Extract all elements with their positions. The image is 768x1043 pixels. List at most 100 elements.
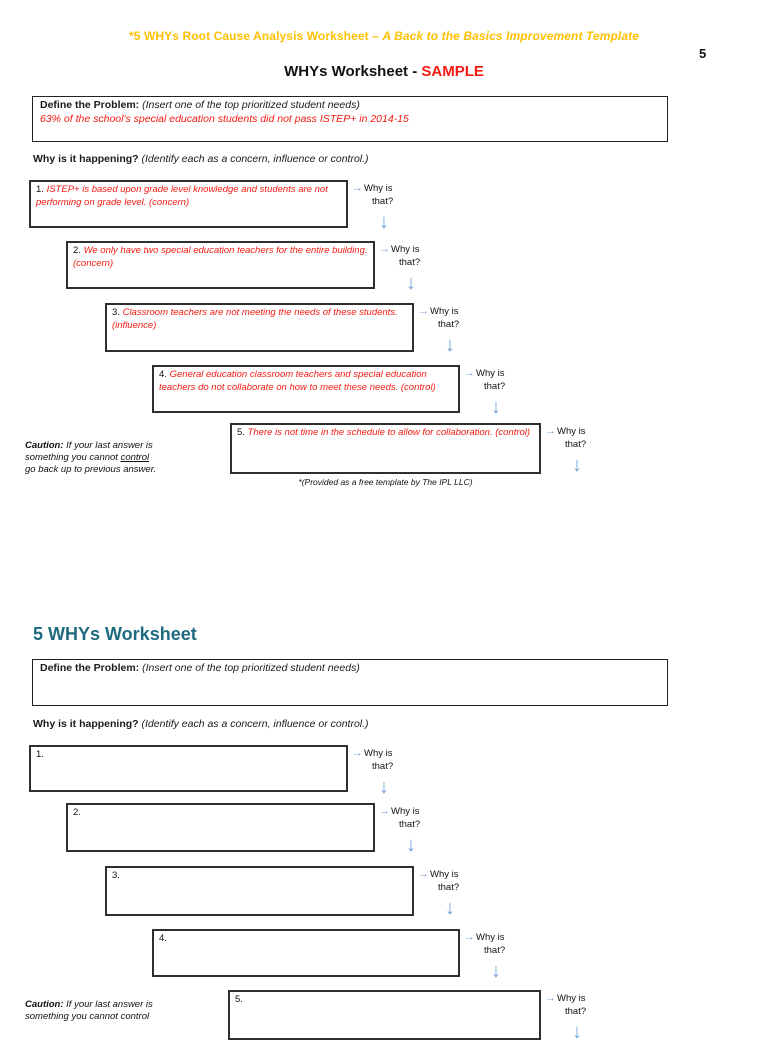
down-arrow-icon: ↓	[379, 210, 389, 233]
caution-line-2: something you cannot control	[25, 452, 156, 464]
why-is-that-arrow-1: →Why is that? ↓	[352, 182, 410, 232]
why-is-label: Why is	[364, 183, 393, 194]
that-label: that?	[399, 256, 421, 268]
down-arrow-icon: ↓	[491, 395, 501, 418]
that-label: that?	[484, 944, 506, 956]
right-arrow-icon: →	[418, 868, 429, 880]
sample-heading-sample: SAMPLE	[421, 63, 484, 80]
why-is-that-arrow-5: →Why is that? ↓	[545, 425, 603, 475]
sample-problem-answer: 63% of the school's special education st…	[40, 112, 409, 125]
sample-heading-prefix: WHYs Worksheet -	[284, 63, 422, 80]
blank-why-question-line: Why is it happening? (Identify each as a…	[33, 718, 369, 730]
arrow-line: →Why is	[464, 931, 522, 945]
why-is-that-arrow-2: →Why is that? ↓	[379, 805, 437, 855]
sample-why-box-2: 2. We only have two special education te…	[66, 241, 375, 289]
caution-line-1: Caution: If your last answer is	[25, 999, 153, 1011]
arrow-line: →Why is	[545, 992, 603, 1006]
right-arrow-icon: →	[545, 425, 556, 437]
sample-problem-hint: (Insert one of the top prioritized stude…	[142, 99, 360, 111]
why-is-that-arrow-3: →Why is that? ↓	[418, 868, 476, 918]
caution-text: something you cannot	[25, 452, 121, 464]
doc-title-main: *5 WHYs Root Cause Analysis Worksheet –	[128, 29, 383, 43]
caution-line-2: something you cannot control	[25, 1011, 150, 1023]
down-arrow-icon: ↓	[379, 775, 389, 798]
down-arrow-icon: ↓	[406, 833, 416, 856]
why-is-label: Why is	[476, 368, 505, 379]
why-is-label: Why is	[430, 306, 459, 317]
why-is-that-arrow-5: →Why is that? ↓	[545, 992, 603, 1042]
arrow-line: →Why is	[545, 425, 603, 439]
that-label: that?	[565, 438, 587, 450]
down-arrow-icon: ↓	[572, 1020, 582, 1043]
blank-define-problem-box: Define the Problem: (Insert one of the t…	[32, 659, 668, 706]
blank-caution-note: Caution: If your last answer is somethin…	[25, 999, 153, 1023]
right-arrow-icon: →	[464, 931, 475, 943]
down-arrow-icon: ↓	[406, 271, 416, 294]
that-label: that?	[438, 318, 460, 330]
right-arrow-icon: →	[418, 305, 429, 317]
why-number: 2.	[73, 807, 81, 818]
that-label: that?	[372, 760, 394, 772]
why-is-that-arrow-4: →Why is that? ↓	[464, 931, 522, 981]
blank-problem-label: Define the Problem:	[40, 662, 140, 674]
caution-line-3: go back up to previous answer.	[25, 464, 157, 476]
right-arrow-icon: →	[545, 992, 556, 1004]
caution-text: If your last answer is	[63, 440, 153, 451]
sample-problem-label: Define the Problem:	[40, 99, 140, 111]
why-number: 3.	[112, 307, 120, 318]
why-is-that-arrow-3: →Why is that? ↓	[418, 305, 476, 355]
caution-underlined-word: control	[120, 452, 150, 464]
sample-why-label: Why is it happening?	[33, 153, 139, 165]
sample-why-box-1: 1. ISTEP+ is based upon grade level know…	[29, 180, 348, 228]
why-number: 4.	[159, 933, 167, 944]
that-label: that?	[372, 195, 394, 207]
blank-problem-line1: Define the Problem: (Insert one of the t…	[40, 662, 660, 676]
arrow-line: →Why is	[379, 805, 437, 819]
caution-text: If your last answer is	[63, 999, 153, 1010]
sample-define-problem-box: Define the Problem: (Insert one of the t…	[32, 96, 668, 142]
arrow-line: →Why is	[352, 182, 410, 196]
why-is-that-arrow-2: →Why is that? ↓	[379, 243, 437, 293]
that-label: that?	[399, 818, 421, 830]
template-credit-note: *(Provided as a free template by The IPL…	[298, 477, 473, 487]
down-arrow-icon: ↓	[445, 333, 455, 356]
arrow-line: →Why is	[352, 747, 410, 761]
page-number: 5	[699, 46, 707, 61]
sample-problem-line1: Define the Problem: (Insert one of the t…	[40, 99, 660, 113]
why-number: 4.	[159, 369, 167, 380]
caution-line-1: Caution: If your last answer is	[25, 440, 156, 452]
why-number: 1.	[36, 749, 44, 760]
sample-worksheet-heading: WHYs Worksheet - SAMPLE	[0, 63, 768, 80]
that-label: that?	[484, 380, 506, 392]
sample-why-question-line: Why is it happening? (Identify each as a…	[33, 153, 369, 165]
why-is-label: Why is	[391, 244, 420, 255]
that-label: that?	[565, 1005, 587, 1017]
why-answer-text: Classroom teachers are not meeting the n…	[112, 307, 398, 332]
why-answer-text: There is not time in the schedule to all…	[247, 427, 531, 438]
why-is-label: Why is	[557, 993, 586, 1004]
why-is-label: Why is	[391, 806, 420, 817]
right-arrow-icon: →	[379, 243, 390, 255]
right-arrow-icon: →	[464, 367, 475, 379]
why-is-that-arrow-1: →Why is that? ↓	[352, 747, 410, 797]
sample-why-hint: (Identify each as a concern, influence o…	[141, 153, 369, 165]
down-arrow-icon: ↓	[491, 959, 501, 982]
blank-why-label: Why is it happening?	[33, 718, 139, 730]
arrow-line: →Why is	[379, 243, 437, 257]
blank-worksheet-heading: 5 WHYs Worksheet	[33, 624, 197, 644]
why-is-that-arrow-4: →Why is that? ↓	[464, 367, 522, 417]
why-number: 3.	[112, 870, 120, 881]
blank-why-box-5: 5.	[228, 990, 541, 1040]
blank-why-box-1: 1.	[29, 745, 348, 792]
why-is-label: Why is	[364, 748, 393, 759]
sample-why-box-3: 3. Classroom teachers are not meeting th…	[105, 303, 414, 352]
right-arrow-icon: →	[352, 747, 363, 759]
arrow-line: →Why is	[418, 868, 476, 882]
blank-why-hint: (Identify each as a concern, influence o…	[141, 718, 369, 730]
sample-why-box-5: 5. There is not time in the schedule to …	[230, 423, 541, 474]
why-is-label: Why is	[557, 426, 586, 437]
why-answer-text: General education classroom teachers and…	[159, 369, 436, 394]
blank-why-box-2: 2.	[66, 803, 375, 852]
blank-why-box-3: 3.	[105, 866, 414, 916]
why-answer-text: ISTEP+ is based upon grade level knowled…	[36, 184, 328, 209]
